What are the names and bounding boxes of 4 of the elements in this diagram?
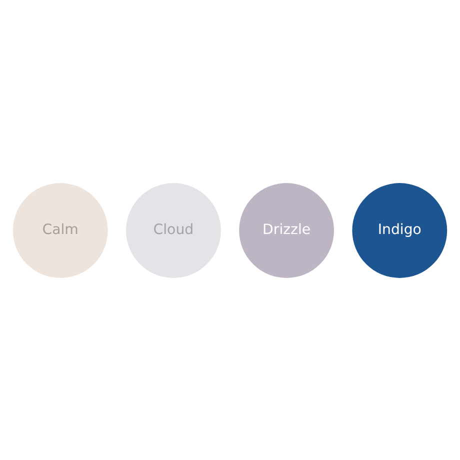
node-circle: Cloud [126,182,221,278]
node-circle: Indigo [352,182,448,278]
node-circle: Drizzle [239,182,334,278]
node-circle: Calm [12,182,108,278]
